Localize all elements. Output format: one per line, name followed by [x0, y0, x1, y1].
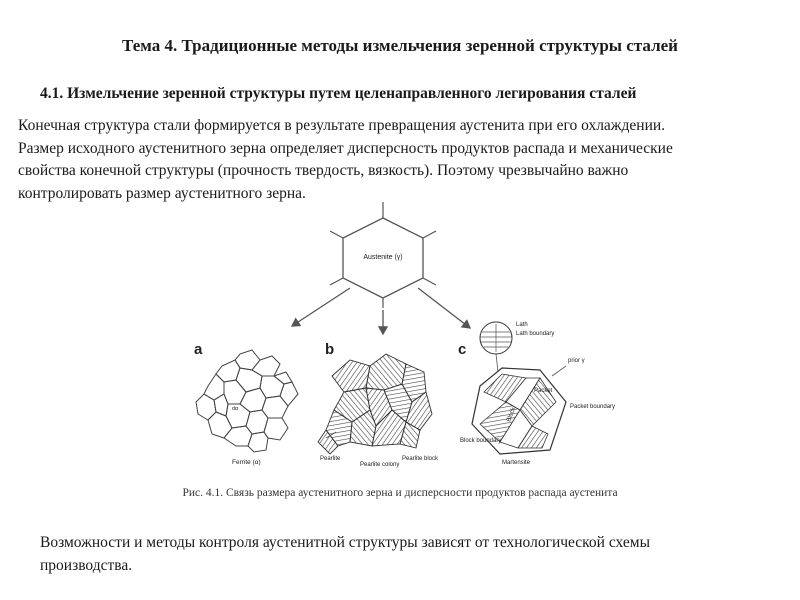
intro-paragraph: Конечная структура стали формируется в р… [18, 115, 788, 205]
intro-line-4: контролировать размер аустенитного зерна… [18, 184, 306, 202]
slide-title: Тема 4. Традиционные методы измельчения … [122, 36, 678, 55]
arrow-to-martensite [417, 287, 472, 329]
arrow-to-ferrite [290, 287, 351, 327]
grain-size-label: dα [232, 406, 239, 412]
block-label: Block [506, 406, 517, 423]
packet-label: Packet [534, 388, 553, 394]
martensite-label: Martensite [502, 460, 531, 466]
section-heading: 4.1. Измельчение зеренной структуры путе… [40, 85, 637, 102]
block-boundary-label: Block boundary [460, 438, 501, 444]
intro-line-2: Размер исходного аустенитного зерна опре… [18, 139, 673, 157]
packet-boundary-label: Packet boundary [570, 404, 615, 410]
prior-gamma-label: prior γ [568, 358, 585, 364]
intro-line-3: свойства конечной структуры (прочность т… [18, 162, 629, 179]
pearlite-label: Pearlite [320, 456, 341, 462]
martensite-structure [471, 321, 567, 455]
conclusion-paragraph: Возможности и методы контроля аустенитно… [40, 532, 780, 577]
austenite-grain: Austenite (γ) [329, 202, 437, 308]
pearlite-structure [317, 353, 433, 455]
microstructure-figure: Austenite (γ) a b c dα Ferrite (α) [180, 196, 620, 486]
ferrite-label: Ferrite (α) [232, 459, 261, 466]
conclusion-line-2: производства. [40, 556, 133, 574]
intro-line-1: Конечная структура стали формируется в р… [18, 117, 666, 134]
lath-boundary-label: Lath boundary [516, 331, 554, 337]
conclusion-line-1: Возможности и методы контроля аустенитно… [40, 534, 650, 551]
austenite-label: Austenite (γ) [363, 254, 402, 261]
figure-caption: Рис. 4.1. Связь размера аустенитного зер… [182, 487, 618, 499]
pearlite-colony-label: Pearlite colony [360, 462, 399, 468]
ferrite-grain-network [195, 349, 299, 453]
panel-c-label: c [458, 341, 466, 358]
microstructure-diagram: Austenite (γ) a b c dα Ferrite (α) [194, 202, 615, 468]
panel-a-label: a [194, 341, 203, 358]
panel-b-label: b [325, 341, 334, 358]
lath-label: Lath [516, 322, 528, 328]
pearlite-block-label: Pearlite block [402, 456, 439, 462]
